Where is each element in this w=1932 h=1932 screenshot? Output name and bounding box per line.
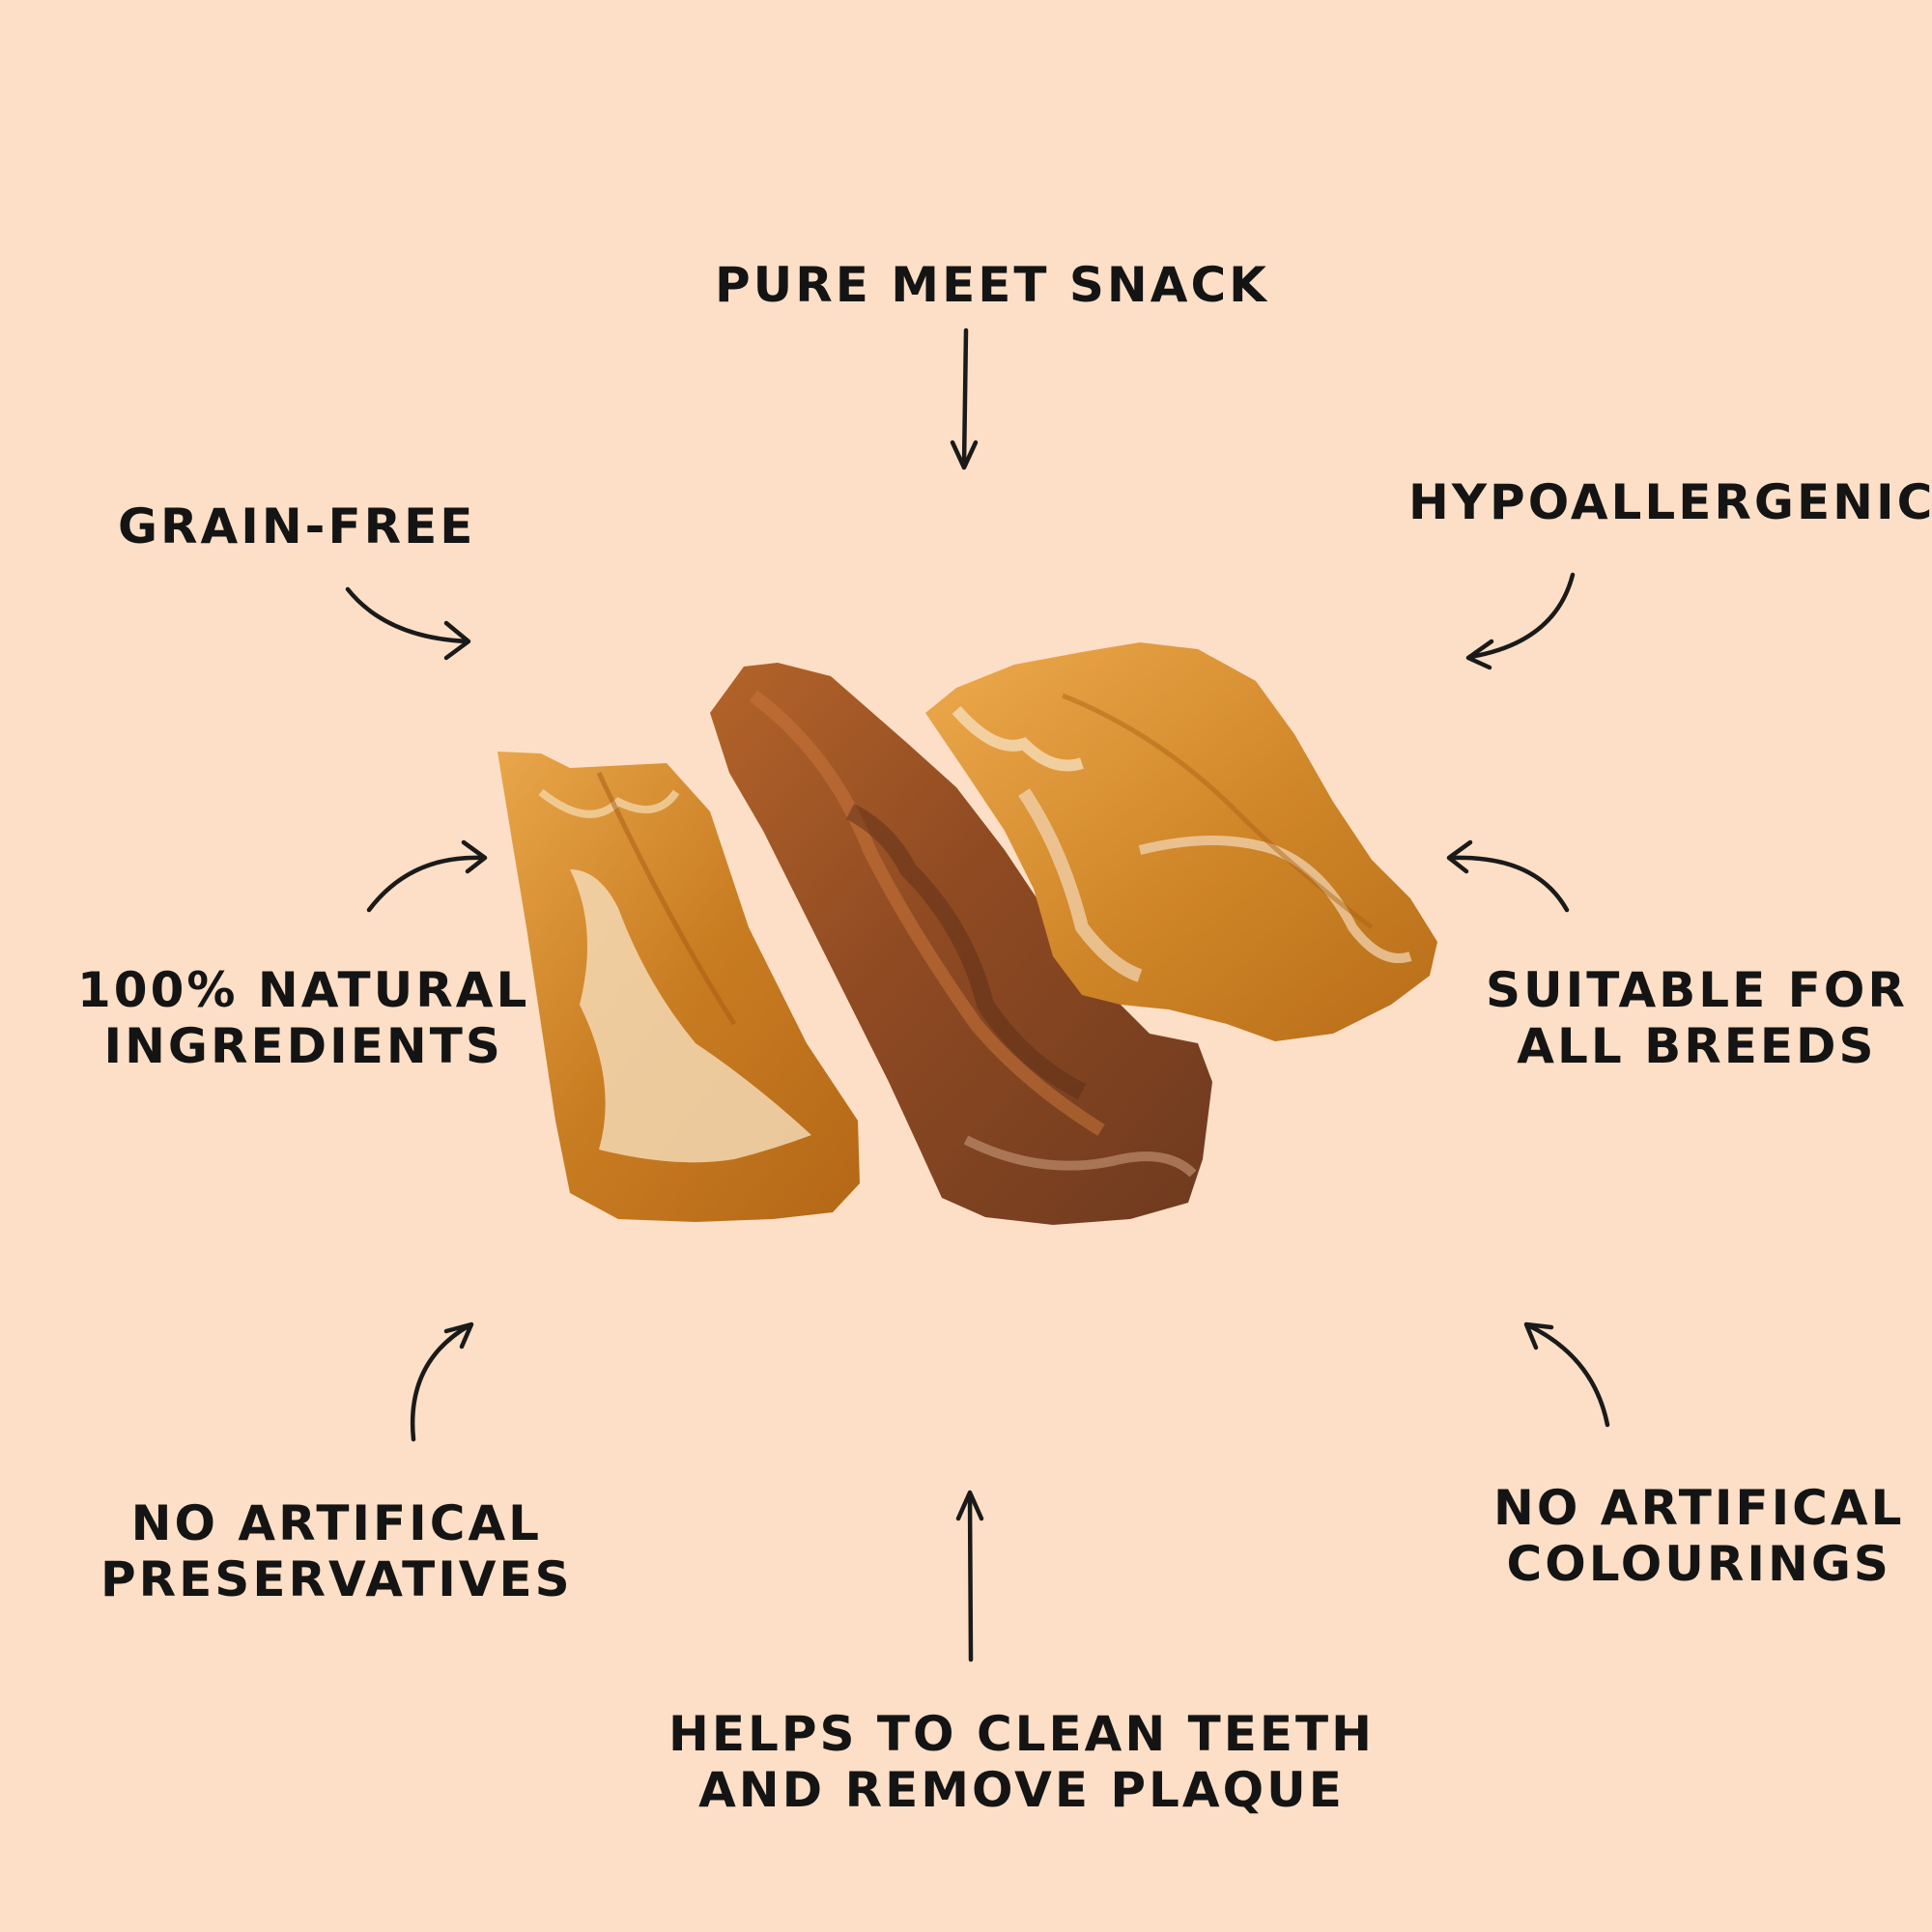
label-hypoallergenic: HYPOALLERGENIC: [1408, 474, 1932, 530]
arrow-icon-colourings: [1523, 1321, 1610, 1428]
label-grain-free: GRAIN-FREE: [118, 498, 476, 554]
arrow-icon-top: [950, 327, 979, 470]
label-suitable-for-all-breeds: SUITABLE FOR ALL BREEDS: [1486, 962, 1908, 1074]
label-no-artifical-colourings: NO ARTIFICAL COLOURINGS: [1493, 1480, 1905, 1592]
label-helps-clean-teeth: HELPS TO CLEAN TEETH AND REMOVE PLAQUE: [668, 1706, 1375, 1818]
product-piece-left: [497, 752, 860, 1222]
label-no-artifical-preservatives: NO ARTIFICAL PRESERVATIVES: [100, 1495, 573, 1607]
label-natural-ingredients: 100% NATURAL INGREDIENTS: [77, 962, 530, 1074]
product-piece-middle: [710, 663, 1212, 1225]
arrow-icon-hypoallergenic: [1465, 572, 1576, 670]
arrow-icon-natural: [366, 839, 488, 913]
label-pure-meet-snack: PURE MEET SNACK: [715, 257, 1269, 313]
arrow-icon-breeds: [1446, 839, 1570, 913]
arrow-icon-teeth: [955, 1490, 984, 1662]
arrow-icon-preservatives: [410, 1321, 474, 1442]
product-image: [497, 642, 1437, 1225]
product-piece-right: [925, 642, 1437, 1041]
arrow-icon-grain-free: [345, 586, 471, 661]
